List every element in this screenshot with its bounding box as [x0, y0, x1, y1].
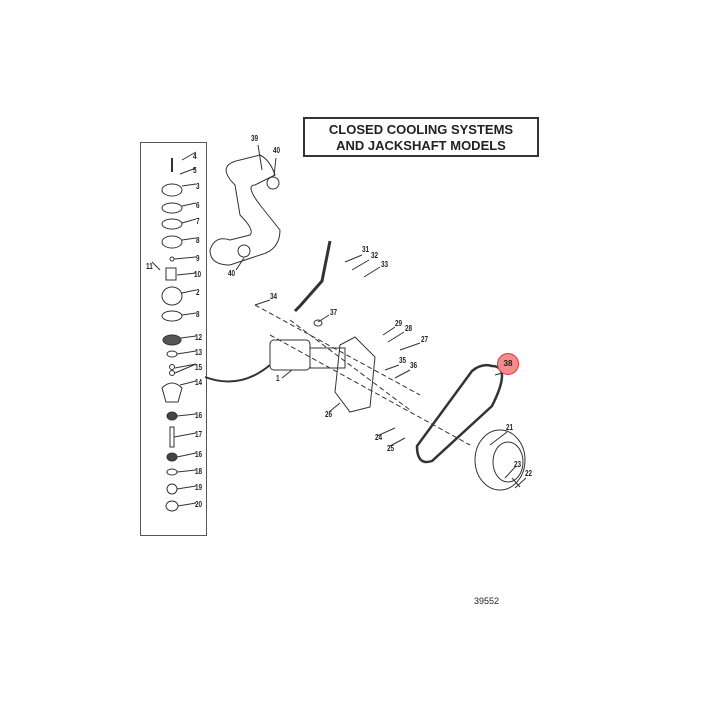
- callout-label: 4: [193, 152, 197, 161]
- callout-label: 1: [276, 374, 280, 383]
- diagram-title: CLOSED COOLING SYSTEMS AND JACKSHAFT MOD…: [303, 117, 539, 157]
- callout-label: 40: [228, 269, 236, 278]
- callout-label: 15: [195, 363, 203, 372]
- callout-label: 19: [195, 483, 203, 492]
- callout-label: 34: [270, 292, 278, 301]
- callout-label: 12: [195, 333, 203, 342]
- figure-number: 39552: [474, 596, 500, 606]
- callout-label: 22: [525, 469, 533, 478]
- impeller-kit-box: [140, 142, 207, 536]
- callout-label: 17: [195, 430, 203, 439]
- callout-label: 35: [399, 356, 407, 365]
- callout-label: 37: [330, 308, 338, 317]
- callout-label: 10: [194, 270, 202, 279]
- callout-label: 13: [195, 348, 203, 357]
- callout-label: 27: [421, 335, 429, 344]
- callout-label: 8: [196, 236, 200, 245]
- callout-label: 36: [410, 361, 418, 370]
- callout-label: 14: [195, 378, 203, 387]
- callout-label: 33: [381, 260, 389, 269]
- callout-label: 16: [195, 411, 203, 420]
- pulley: [474, 429, 526, 491]
- callout-label: 32: [371, 251, 379, 260]
- callout-label: 7: [196, 217, 200, 226]
- callout-label: 24: [375, 433, 383, 442]
- callout-label: 5: [193, 166, 197, 175]
- callout-label: 6: [196, 201, 200, 210]
- callout-label: 11: [146, 262, 153, 271]
- callout-label: 40: [273, 146, 281, 155]
- callout-label: 39: [251, 134, 259, 143]
- callout-label: 21: [506, 423, 514, 432]
- drive-belt: [415, 363, 504, 464]
- callout-label: 3: [196, 182, 200, 191]
- callout-label: 16: [195, 450, 203, 459]
- highlighted-callout-belt[interactable]: 38: [497, 353, 519, 375]
- title-line-1: CLOSED COOLING SYSTEMS: [328, 122, 514, 137]
- callout-label: 25: [387, 444, 395, 453]
- title-line-2: AND JACKSHAFT MODELS: [336, 138, 506, 153]
- kit-parts: [151, 151, 197, 512]
- callout-label: 9: [196, 254, 200, 263]
- callout-label: 8: [196, 310, 200, 319]
- callout-label: 20: [195, 500, 203, 509]
- callout-label: 18: [195, 467, 203, 476]
- callout-label: 26: [325, 410, 333, 419]
- callout-label: 28: [405, 324, 413, 333]
- callout-label: 2: [196, 288, 200, 297]
- hose: [209, 154, 281, 266]
- callout-label: 29: [395, 319, 403, 328]
- callout-label: 31: [362, 245, 370, 254]
- callout-label: 23: [514, 460, 522, 469]
